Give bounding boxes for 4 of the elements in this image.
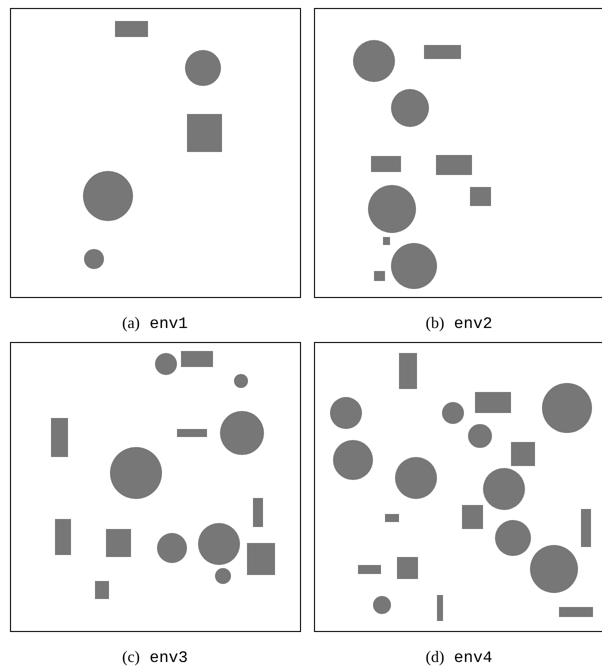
panel-caption: (a) env1 (121, 315, 189, 333)
panel-caption: (d) env4 (424, 649, 494, 667)
panel-caption: (b) env2 (424, 315, 494, 333)
panel-caption: (c) env3 (121, 649, 189, 667)
